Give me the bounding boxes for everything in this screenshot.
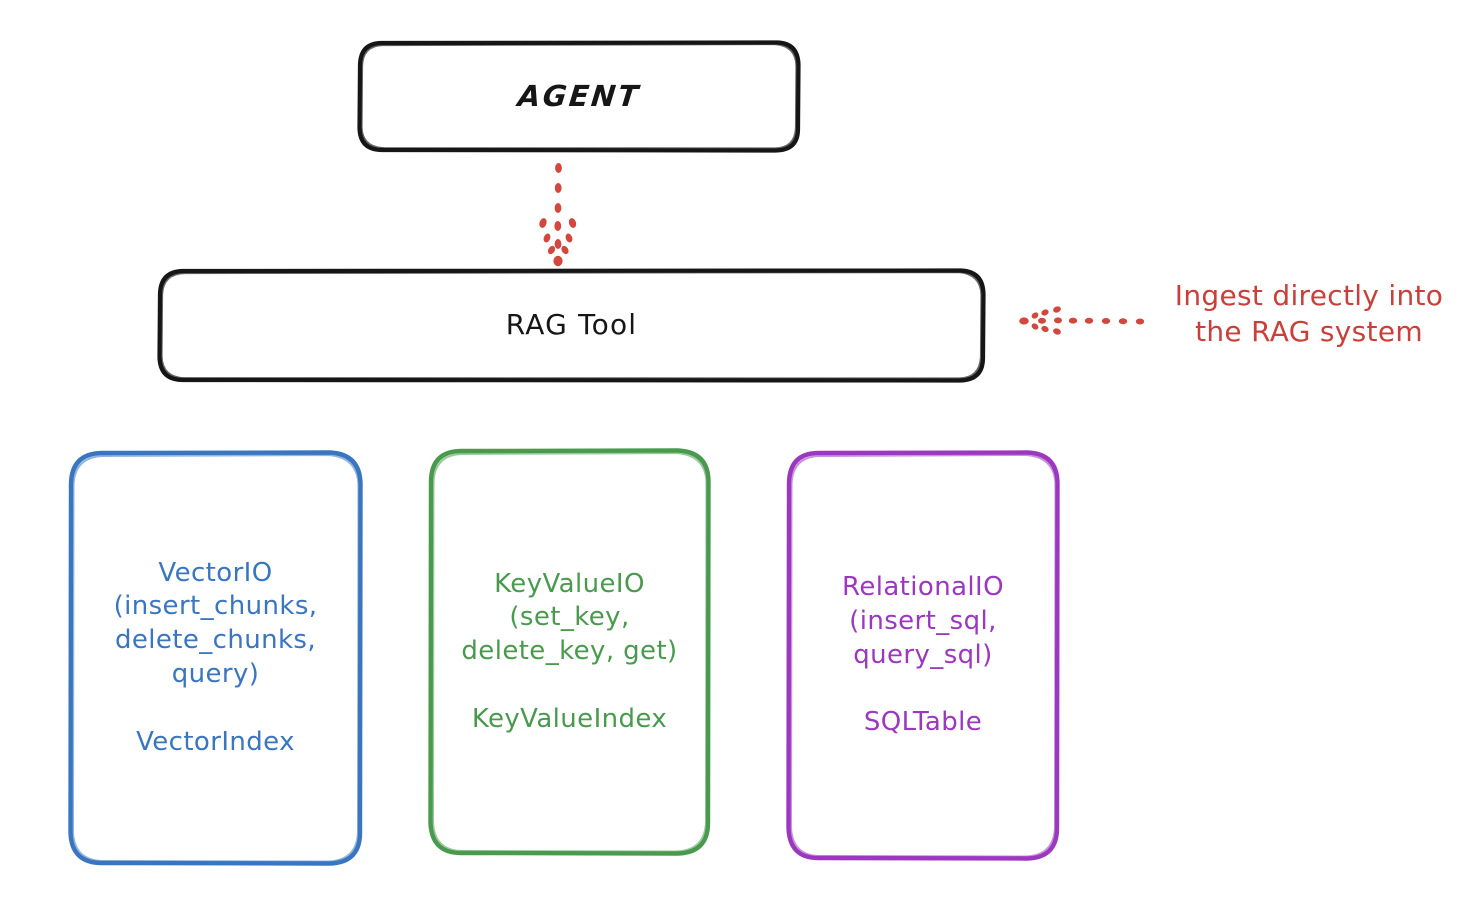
connector-ingest-into-rag	[1018, 296, 1148, 346]
node-relational-io-label: RelationalIO (insert_sql, query_sql) SQL…	[842, 572, 1004, 738]
annotation-ingest-into-rag: Ingest directly into the RAG system	[1174, 279, 1444, 349]
node-vector-io[interactable]: VectorIO (insert_chunks, delete_chunks, …	[68, 450, 363, 866]
node-rag-tool-label: RAG Tool	[505, 308, 638, 342]
node-agent-label: AGENT	[516, 78, 642, 113]
node-key-value-io[interactable]: KeyValueIO (set_key, delete_key, get) Ke…	[428, 448, 711, 856]
node-rag-tool[interactable]: RAG Tool	[157, 268, 986, 383]
connector-agent-to-rag-tool	[520, 160, 600, 270]
node-vector-io-label: VectorIO (insert_chunks, delete_chunks, …	[113, 557, 318, 757]
node-key-value-io-label: KeyValueIO (set_key, delete_key, get) Ke…	[461, 568, 678, 734]
node-agent[interactable]: AGENT	[357, 40, 801, 153]
dotted-left-arrow-icon	[1019, 306, 1145, 335]
dotted-down-arrow-icon	[539, 163, 577, 267]
node-relational-io[interactable]: RelationalIO (insert_sql, query_sql) SQL…	[786, 450, 1060, 861]
